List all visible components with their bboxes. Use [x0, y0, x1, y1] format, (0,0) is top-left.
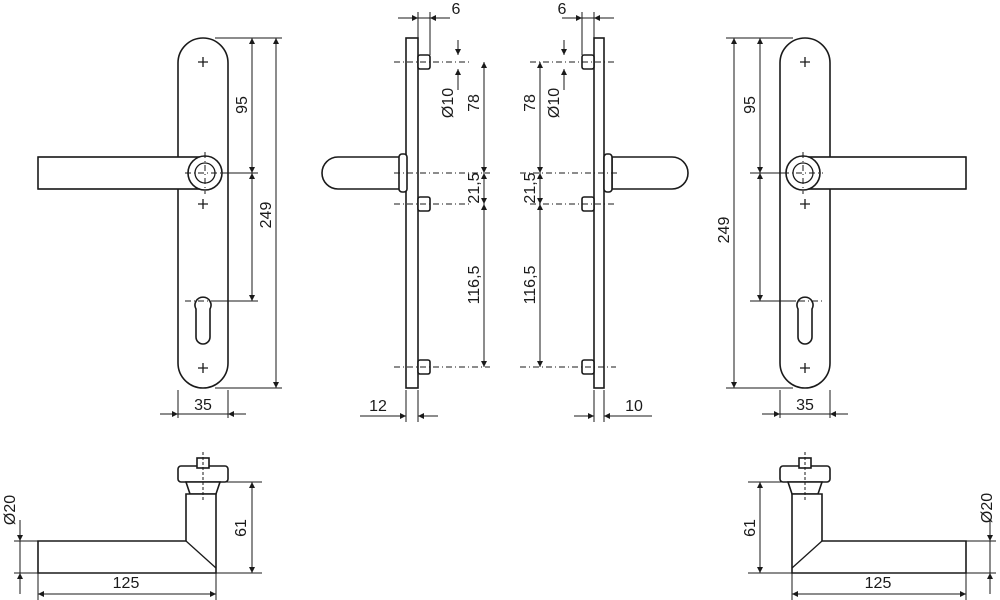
dim-249-left: 249: [258, 202, 275, 229]
screw-cross-mid: [198, 199, 208, 209]
dim-dia20-left: Ø20: [2, 495, 19, 525]
lever-outline-right: [805, 156, 967, 190]
screw-cross-bottom: [198, 363, 208, 373]
dim-dia10-right: Ø10: [546, 88, 563, 118]
dim-125-left: 125: [113, 575, 140, 592]
dim-125-right: 125: [865, 575, 892, 592]
front-view-right: 95 249 35: [716, 37, 967, 418]
side-view-right: 6 Ø10 78 21,5 116,5 10: [520, 1, 689, 422]
lever-body-right: [791, 493, 967, 574]
side-knob-left: [321, 156, 401, 190]
dim-61-right: 61: [742, 519, 759, 537]
dim-21-5-right: 21,5: [522, 172, 539, 203]
side-plate-right: [593, 37, 605, 389]
front-view-left: 95 249 35: [37, 37, 282, 418]
dim-78-left: 78: [466, 94, 483, 112]
side-knob-right: [611, 156, 689, 190]
screw-cross-top: [198, 57, 208, 67]
cylinder-hole: [194, 296, 212, 345]
dim-21-5-left: 21,5: [466, 172, 483, 203]
dim-95-left: 95: [234, 96, 251, 114]
cylinder-hole-right: [796, 296, 814, 345]
dim-116-5-left: 116,5: [466, 265, 483, 304]
dim-6-left: 6: [452, 1, 461, 18]
lever-top-view-left: Ø20 61 125: [2, 452, 262, 600]
dim-249-right: 249: [716, 217, 733, 244]
dim-10: 10: [625, 398, 643, 415]
dim-dia10-left: Ø10: [440, 88, 457, 118]
dim-78-right: 78: [522, 94, 539, 112]
dim-35-right: 35: [796, 397, 814, 414]
side-view-left: 6 Ø10 78 21,5 116,5 12: [321, 1, 490, 422]
side-plate-left: [405, 37, 419, 389]
dim-dia20-right: Ø20: [979, 493, 996, 523]
dim-6-right: 6: [558, 1, 567, 18]
lever-top-view-right: 61 Ø20 125: [742, 452, 996, 600]
dim-35-left: 35: [194, 397, 212, 414]
dim-61-left: 61: [233, 519, 250, 537]
dim-12: 12: [369, 398, 387, 415]
dim-95-right: 95: [742, 96, 759, 114]
dim-116-5-right: 116,5: [522, 265, 539, 304]
lever-outline: [37, 156, 203, 190]
lever-body-left: [37, 493, 217, 574]
